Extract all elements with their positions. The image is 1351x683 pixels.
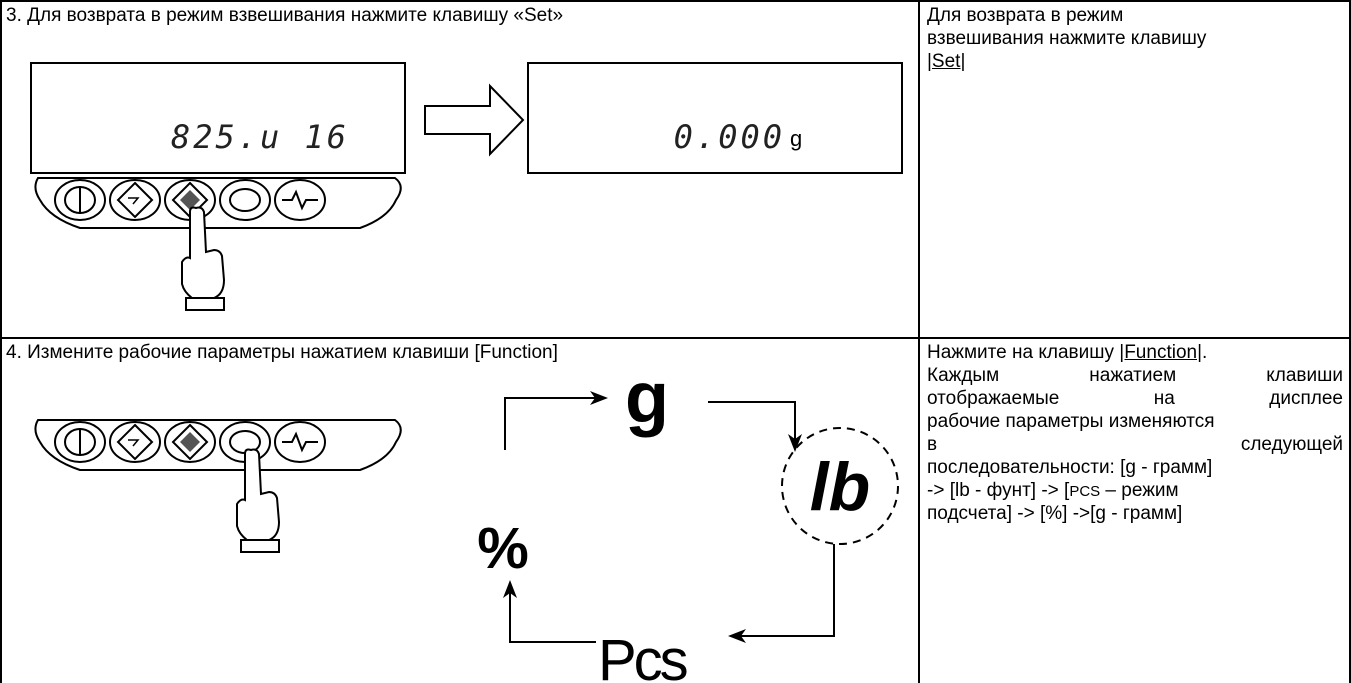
table-column-divider [918, 0, 920, 683]
arrow-head-icon [503, 580, 517, 598]
step4-note-line6: последовательности: [g - грамм] [927, 457, 1213, 478]
arrow-head-icon [590, 391, 608, 405]
step3-title: 3. Для возврата в режим взвешивания нажм… [6, 5, 564, 26]
step4-note-key: |Function| [1119, 342, 1203, 363]
scale-keypad [34, 177, 402, 229]
step4-note-line7: -> [lb - фунт] -> [PCS – режим [927, 479, 1179, 503]
tare-key-icon [109, 421, 161, 463]
step4-note-line5b: следующей [1240, 434, 1343, 455]
function-key-icon [219, 179, 271, 221]
step4-note-line7-pcs: PCS [1069, 483, 1101, 500]
power-key-icon [54, 179, 106, 221]
step4-note-line8: подсчета] -> [%] ->[g - грамм] [927, 503, 1183, 524]
scale-display-before [30, 62, 406, 174]
step4-title: 4. Измените рабочие параметры нажатием к… [6, 342, 558, 363]
lb-highlight-circle [781, 427, 899, 545]
step4-note-line2: Каждым нажатием клавиши [927, 365, 1343, 386]
step4-note-line7-a: -> [lb - фунт] -> [ [927, 480, 1070, 501]
table-row-divider [0, 337, 1351, 339]
step4-note-line4: рабочие параметры изменяются [927, 411, 1215, 432]
step4-note-line7-end: – режим [1100, 480, 1179, 501]
arrow-percent-to-g [504, 397, 600, 450]
right-arrow-icon [424, 83, 525, 157]
step3-note-line1: Для возврата в режим [927, 5, 1124, 26]
table-border-left [0, 0, 2, 683]
unit-lb: lb [810, 449, 870, 525]
step4-note-suffix: . [1202, 342, 1208, 363]
power-key-icon [54, 421, 106, 463]
display-after-unit: g [790, 126, 802, 151]
step4-note-line5a: в [927, 434, 938, 455]
arrow-head-icon [728, 629, 746, 643]
table-border-top [0, 0, 1351, 2]
step3-illustration: 825.u 16 0.000 g [30, 62, 903, 311]
unit-percent: % [477, 516, 529, 581]
step4-note-line1: Нажмите на клавишу |Function|. [927, 341, 1207, 364]
step3-note-line2: взвешивания нажмите клавишу [927, 28, 1207, 49]
set-key-icon [164, 421, 216, 463]
display-before-text: 825.u 16 [171, 118, 349, 156]
scale-keypad-2 [34, 419, 402, 471]
unit-g: g [625, 370, 669, 438]
print-key-icon [274, 421, 326, 463]
unit-pcs: Pcs [598, 628, 687, 683]
step3-note-key: |Set| [927, 51, 966, 72]
arrow-g-to-lb [708, 401, 796, 440]
tare-key-icon [109, 179, 161, 221]
arrow-lb-to-pcs [740, 544, 835, 637]
pointing-hand-icon [181, 206, 226, 311]
scale-display-after [527, 62, 903, 174]
arrow-pcs-to-percent [509, 592, 596, 643]
arrow-head-icon [788, 434, 802, 452]
step4-illustration: g lb Pcs % [34, 370, 899, 683]
step4-note-line3: отображаемые на дисплее [927, 388, 1343, 409]
pointing-hand-icon [236, 448, 281, 553]
step4-note-prefix: Нажмите на клавишу [927, 342, 1120, 363]
print-key-icon [274, 179, 326, 221]
display-after-text: 0.000 [674, 118, 785, 156]
table-border-right [1349, 0, 1351, 683]
